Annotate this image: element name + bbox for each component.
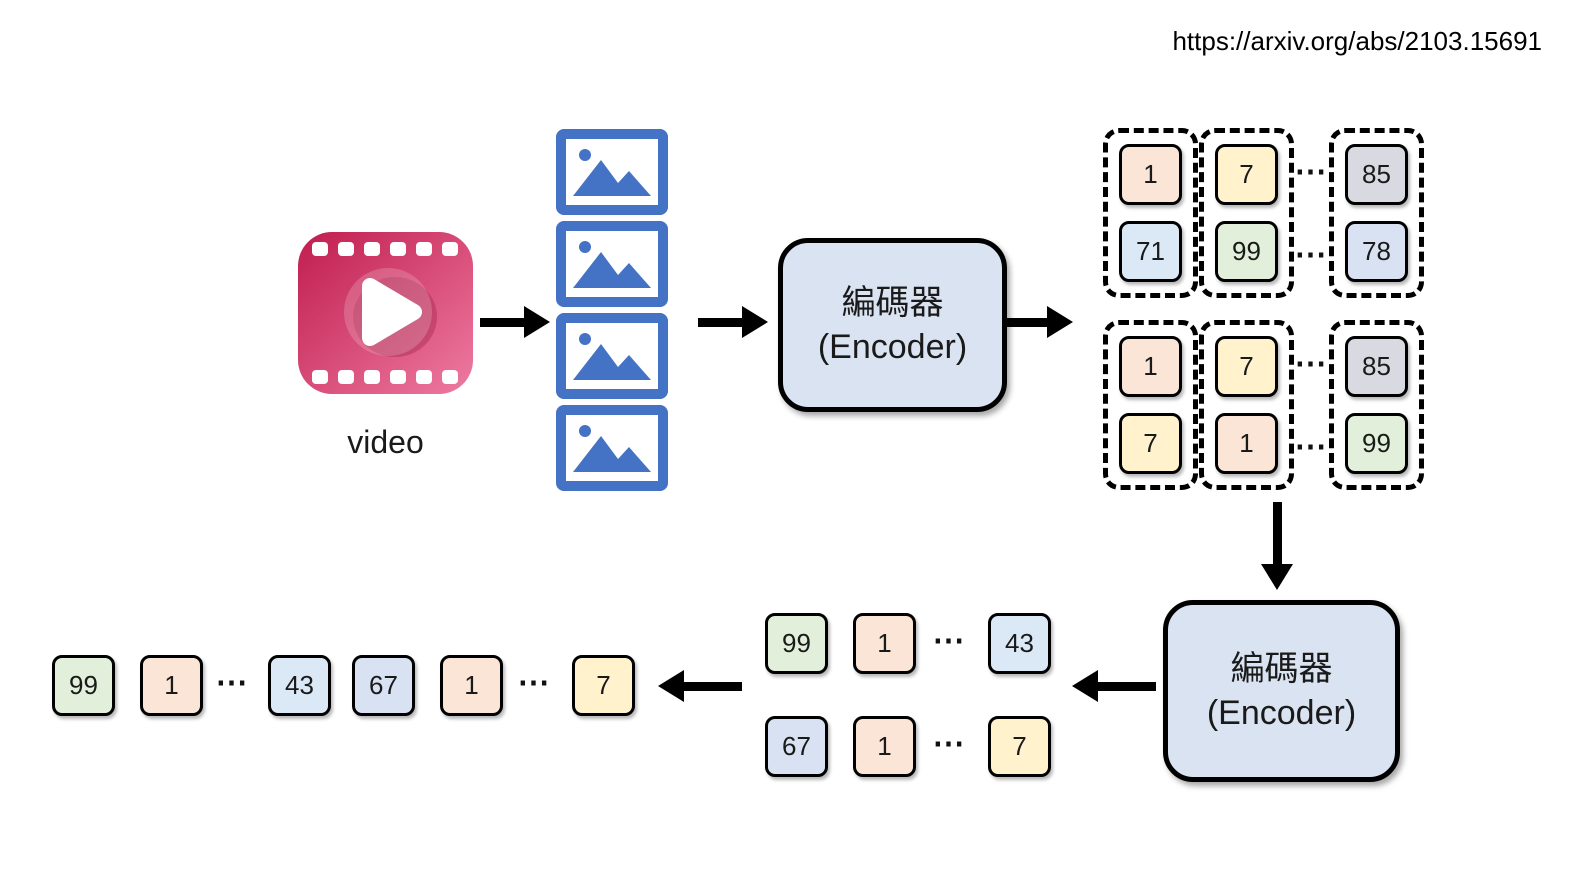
- arrow-patch-tokens-to-encoder: [1261, 502, 1293, 590]
- arrow-head-icon: [1072, 670, 1098, 702]
- tubelet-group: 1 7: [1103, 320, 1198, 490]
- token: 7: [1215, 336, 1278, 397]
- token-value: 71: [1136, 236, 1165, 266]
- token-value: 1: [464, 670, 479, 700]
- token: 7: [988, 716, 1051, 777]
- encoder-label-en: (Encoder): [1206, 694, 1357, 732]
- video-app-icon: [298, 232, 473, 394]
- ellipsis: ⋯: [1294, 428, 1328, 464]
- arrow-head-icon: [524, 306, 550, 338]
- token: 1: [853, 716, 916, 777]
- token-value: 1: [1143, 159, 1158, 189]
- video-frame-icon: [556, 221, 668, 307]
- arrow-shaft: [698, 317, 742, 327]
- token: 99: [1215, 221, 1278, 282]
- arrow-head-icon: [658, 670, 684, 702]
- ellipsis: ⋯: [215, 664, 249, 700]
- encoder-box-bottom: 編碼器 (Encoder): [1163, 600, 1400, 782]
- token-value: 7: [1239, 351, 1254, 381]
- token: 1: [1119, 144, 1182, 205]
- token: 1: [140, 655, 203, 716]
- encoder-box-top: 編碼器 (Encoder): [778, 238, 1007, 412]
- token-value: 99: [1232, 236, 1261, 266]
- arrow-shaft: [684, 681, 742, 691]
- tubelet-group: 85 99: [1329, 320, 1424, 490]
- tubelet-group: 7 1: [1199, 320, 1294, 490]
- ellipsis: ⋯: [517, 664, 551, 700]
- token: 67: [352, 655, 415, 716]
- tubelet-group: 1 71: [1103, 128, 1198, 298]
- encoder-label-zh: 編碼器: [1230, 649, 1333, 688]
- encoder-label-zh: 編碼器: [841, 283, 944, 322]
- ellipsis: ⋯: [932, 622, 966, 658]
- token-value: 43: [285, 670, 314, 700]
- token: 99: [765, 613, 828, 674]
- token-value: 7: [1143, 428, 1158, 458]
- encoder-label-en: (Encoder): [817, 328, 968, 366]
- tubelet-group: 7 99: [1199, 128, 1294, 298]
- token-value: 99: [69, 670, 98, 700]
- video-label: video: [347, 424, 424, 460]
- token: 7: [572, 655, 635, 716]
- token-value: 99: [1362, 428, 1391, 458]
- ellipsis: ⋯: [1294, 153, 1328, 189]
- token: 71: [1119, 221, 1182, 282]
- token: 99: [1345, 413, 1408, 474]
- video-frame-icon: [556, 129, 668, 215]
- arrow-encoder-to-patch-tokens: [1003, 306, 1073, 338]
- token: 43: [268, 655, 331, 716]
- arrow-shaft: [1272, 502, 1282, 564]
- token: 1: [853, 613, 916, 674]
- token-value: 1: [877, 731, 892, 761]
- token-value: 7: [596, 670, 611, 700]
- arrow-head-icon: [1261, 564, 1293, 590]
- token-value: 43: [1005, 628, 1034, 658]
- token-value: 85: [1362, 351, 1391, 381]
- arrow-output-to-sequence: [658, 670, 742, 702]
- ellipsis: ⋯: [932, 725, 966, 761]
- token: 1: [1215, 413, 1278, 474]
- token-value: 7: [1012, 731, 1027, 761]
- token: 67: [765, 716, 828, 777]
- token: 7: [1215, 144, 1278, 205]
- arrow-head-icon: [1047, 306, 1073, 338]
- token: 99: [52, 655, 115, 716]
- token: 43: [988, 613, 1051, 674]
- play-icon: [362, 278, 422, 346]
- token: 1: [440, 655, 503, 716]
- ellipsis: ⋯: [1294, 236, 1328, 272]
- frame-stack: [556, 129, 668, 491]
- token-value: 99: [782, 628, 811, 658]
- token-value: 85: [1362, 159, 1391, 189]
- token: 85: [1345, 336, 1408, 397]
- arrow-encoder-to-output-tokens: [1072, 670, 1156, 702]
- video-frame-icon: [556, 313, 668, 399]
- token-value: 78: [1362, 236, 1391, 266]
- token: 7: [1119, 413, 1182, 474]
- arrow-video-to-frames: [480, 306, 550, 338]
- arrow-frames-to-encoder: [698, 306, 768, 338]
- arrow-shaft: [1098, 681, 1156, 691]
- tubelet-group: 85 78: [1329, 128, 1424, 298]
- token-value: 1: [1239, 428, 1254, 458]
- arxiv-url: https://arxiv.org/abs/2103.15691: [1172, 26, 1542, 56]
- token-value: 7: [1239, 159, 1254, 189]
- film-holes-top: [312, 242, 458, 256]
- token: 85: [1345, 144, 1408, 205]
- token: 1: [1119, 336, 1182, 397]
- arrow-shaft: [480, 317, 524, 327]
- token: 78: [1345, 221, 1408, 282]
- film-holes-bottom: [312, 370, 458, 384]
- arrow-head-icon: [742, 306, 768, 338]
- token-value: 67: [782, 731, 811, 761]
- token-value: 1: [877, 628, 892, 658]
- token-value: 67: [369, 670, 398, 700]
- video-frame-icon: [556, 405, 668, 491]
- arrow-shaft: [1003, 317, 1047, 327]
- token-value: 1: [164, 670, 179, 700]
- ellipsis: ⋯: [1294, 345, 1328, 381]
- token-value: 1: [1143, 351, 1158, 381]
